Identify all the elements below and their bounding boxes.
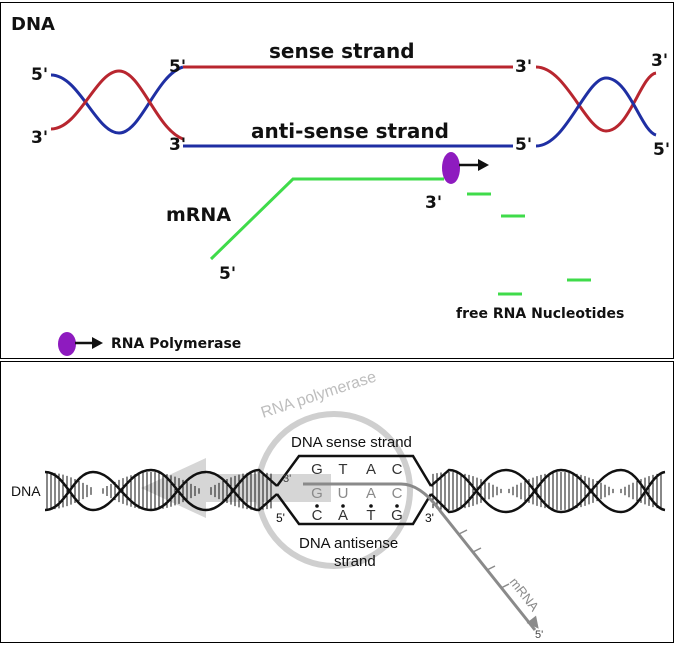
end-label: 3' [651,51,668,71]
end-label: 5' [219,264,236,284]
mrna-label: mRNA [507,575,543,615]
rna-polymerase-circle [255,411,413,569]
transcription-diagram-colored: DNA sense strand anti-sense strand 5' 3'… [0,2,674,359]
bubble-antisense-strand [275,493,433,526]
mrna-label: mRNA [166,204,231,226]
end-label: 3' [31,128,48,148]
left-helix-red [50,69,184,141]
end-label: 5' [653,140,670,160]
base-letter: A [366,485,376,502]
bubble-sense-strand [275,454,433,487]
end-label: 5' [169,57,186,77]
mrna-strand-line [303,482,537,631]
colored-diagram-svg: DNA sense strand anti-sense strand 5' 3'… [11,14,670,356]
arrow-head-icon [478,159,489,171]
left-helix-strand-a [44,468,278,512]
end-label: 5' [276,511,285,525]
antisense-strand-label: anti-sense strand [251,119,449,143]
schematic-diagram-svg: RNA polymerase G T A C G U A C C A T G [11,369,666,641]
legend-label: RNA Polymerase [111,336,241,352]
helix-base-pairs [46,472,662,510]
mrna-strand-line [209,177,444,261]
base-letter: C [392,485,403,502]
base-letter: A [338,507,348,524]
base-letter: C [392,461,403,478]
base-letter: G [311,485,323,502]
end-label: 5' [535,629,543,641]
mrna-arrow-head-icon [526,615,539,629]
sense-bases: G T A C [311,461,402,478]
arrow-head-icon [92,337,103,349]
mrna-ticks [458,529,510,589]
base-letter: T [366,507,375,524]
end-label: 3' [425,511,434,525]
free-nucleotides-label: free RNA Nucleotides [456,306,624,322]
rna-polymerase-shape [442,152,460,184]
end-label: 5' [515,135,532,155]
right-helix-blue [535,76,657,148]
base-letter: G [391,507,403,524]
right-helix-strand-a [430,468,666,514]
base-letter: C [312,507,323,524]
antisense-bases: C A T G [312,507,403,524]
left-helix-blue [50,65,184,135]
base-letter: T [338,461,347,478]
transcription-diagram-schematic: RNA polymerase G T A C G U A C C A T G [0,361,674,643]
antisense-strand-label-line2: strand [334,553,376,570]
base-letter: U [338,485,349,502]
antisense-strand-label: DNA antisense [299,535,398,552]
left-helix-strand-b [44,470,278,512]
dna-label: DNA [11,483,41,499]
rna-bases: G U A C [311,485,402,502]
base-pair-dots [315,504,399,508]
sense-strand-label: sense strand [269,39,415,63]
right-helix-strand-b [430,468,666,514]
end-label: 5' [31,65,48,85]
end-label: 3' [515,57,532,77]
legend-polymerase-icon [58,332,76,356]
diagram-title: DNA [11,14,55,35]
sense-strand-label: DNA sense strand [291,434,412,451]
end-label: 3' [283,473,291,485]
base-letter: A [366,461,376,478]
end-label: 3' [425,193,442,213]
right-helix-red [535,65,657,133]
end-label: 3' [169,135,186,155]
base-letter: G [311,461,323,478]
